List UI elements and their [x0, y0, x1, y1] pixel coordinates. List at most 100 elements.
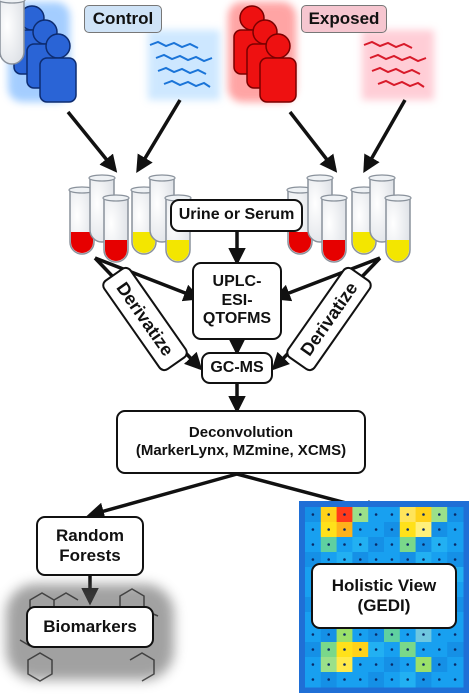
heatmap-dot — [453, 663, 457, 666]
heatmap-dot — [374, 663, 378, 666]
heatmap-dot — [327, 513, 331, 516]
heatmap-dot — [359, 528, 362, 531]
heatmap-dot — [390, 633, 394, 636]
heatmap-dot — [406, 543, 410, 546]
heatmap-dot — [311, 558, 315, 561]
heatmap-dot — [311, 663, 315, 666]
heatmap-dot — [327, 678, 331, 681]
heatmap-dot — [390, 663, 394, 666]
holistic-view-box: Holistic View (GEDI) — [311, 563, 457, 629]
heatmap-dot — [422, 528, 425, 531]
heatmap-dot — [359, 648, 362, 651]
heatmap-dot — [406, 678, 410, 681]
control-label: Control — [84, 5, 162, 33]
heatmap-dot — [406, 648, 410, 651]
heatmap-dot — [438, 543, 441, 546]
control-tubes — [68, 174, 192, 263]
heatmap-dot — [422, 633, 425, 636]
sample-type-box: Urine or Serum — [170, 199, 303, 232]
sample-type-text: Urine or Serum — [178, 206, 295, 224]
holistic-view-line-1: Holistic View — [331, 575, 437, 595]
heatmap-dot — [359, 633, 362, 636]
heatmap-dot — [311, 648, 315, 651]
deconvolution-title: Deconvolution — [188, 424, 294, 442]
heatmap-dot — [406, 558, 410, 561]
heatmap-dot — [422, 513, 425, 516]
heatmap-dot — [359, 558, 362, 561]
heatmap-dot — [311, 543, 315, 546]
heatmap-dot — [390, 558, 394, 561]
heatmap-dot — [327, 543, 331, 546]
heatmap-dot — [343, 663, 346, 666]
heatmap-dot — [343, 558, 346, 561]
exposed-label: Exposed — [301, 5, 387, 33]
input-arrows — [66, 99, 407, 174]
deconvolution-tools: (MarkerLynx, MZmine, XCMS) — [135, 442, 347, 459]
exposed-molecule-icon — [362, 30, 434, 100]
heatmap-dot — [343, 528, 346, 531]
heatmap-dot — [390, 678, 394, 681]
heatmap-dot — [390, 648, 394, 651]
heatmap-dot — [390, 543, 394, 546]
biomarkers-text: Biomarkers — [43, 616, 137, 636]
deconvolution-box: Deconvolution (MarkerLynx, MZmine, XCMS) — [116, 410, 366, 474]
holistic-view-line-2: (GEDI) — [357, 596, 411, 615]
heatmap-dot — [390, 513, 394, 516]
heatmap-dot — [422, 543, 425, 546]
heatmap-dot — [438, 663, 441, 666]
gcms-box: GC-MS — [201, 352, 273, 384]
heatmap-dot — [343, 633, 346, 636]
heatmap-dot — [453, 558, 457, 561]
heatmap-dot — [406, 633, 410, 636]
heatmap-dot — [374, 558, 378, 561]
heatmap-dot — [438, 558, 441, 561]
heatmap-dot — [343, 648, 346, 651]
random-forests-line-1: Random — [56, 525, 124, 545]
heatmap-dot — [422, 558, 425, 561]
uplc-line-1: UPLC- — [212, 272, 262, 290]
heatmap-dot — [406, 528, 410, 531]
random-forests-box: Random Forests — [36, 516, 144, 576]
heatmap-dot — [390, 528, 394, 531]
heatmap-dot — [359, 663, 362, 666]
heatmap-dot — [438, 513, 441, 516]
heatmap-dot — [453, 633, 457, 636]
heatmap-dot — [406, 513, 410, 516]
heatmap-dot — [359, 543, 362, 546]
heatmap-dot — [343, 513, 346, 516]
heatmap-dot — [327, 558, 331, 561]
heatmap-dot — [438, 678, 441, 681]
heatmap-dot — [438, 633, 441, 636]
random-forests-line-2: Forests — [59, 546, 121, 565]
heatmap-dot — [374, 528, 378, 531]
heatmap-dot — [311, 633, 315, 636]
uplc-line-3: QTOFMS — [202, 310, 272, 328]
exposed-tubes — [286, 174, 412, 263]
heatmap-dot — [359, 513, 362, 516]
heatmap-dot — [422, 678, 425, 681]
heatmap-dot — [374, 513, 378, 516]
heatmap-dot — [406, 663, 410, 666]
heatmap-dot — [311, 678, 315, 681]
heatmap-dot — [343, 543, 346, 546]
heatmap-dot — [453, 528, 457, 531]
heatmap-dot — [374, 678, 378, 681]
heatmap-dot — [453, 648, 457, 651]
biomarkers-box: Biomarkers — [26, 606, 154, 648]
heatmap-dot — [327, 528, 331, 531]
gcms-text: GC-MS — [210, 358, 264, 376]
uplc-line-2: ESI- — [221, 291, 253, 309]
heatmap-dot — [327, 648, 331, 651]
heatmap-dot — [453, 513, 457, 516]
heatmap-dot — [422, 663, 425, 666]
test-tube-icon — [0, 0, 26, 65]
heatmap-dot — [453, 543, 457, 546]
heatmap-dot — [453, 678, 457, 681]
heatmap-dot — [374, 648, 378, 651]
heatmap-dot — [374, 543, 378, 546]
heatmap-dot — [438, 648, 441, 651]
heatmap-dot — [311, 528, 315, 531]
heatmap-dot — [438, 528, 441, 531]
heatmap-dot — [311, 513, 315, 516]
heatmap-dot — [343, 678, 346, 681]
